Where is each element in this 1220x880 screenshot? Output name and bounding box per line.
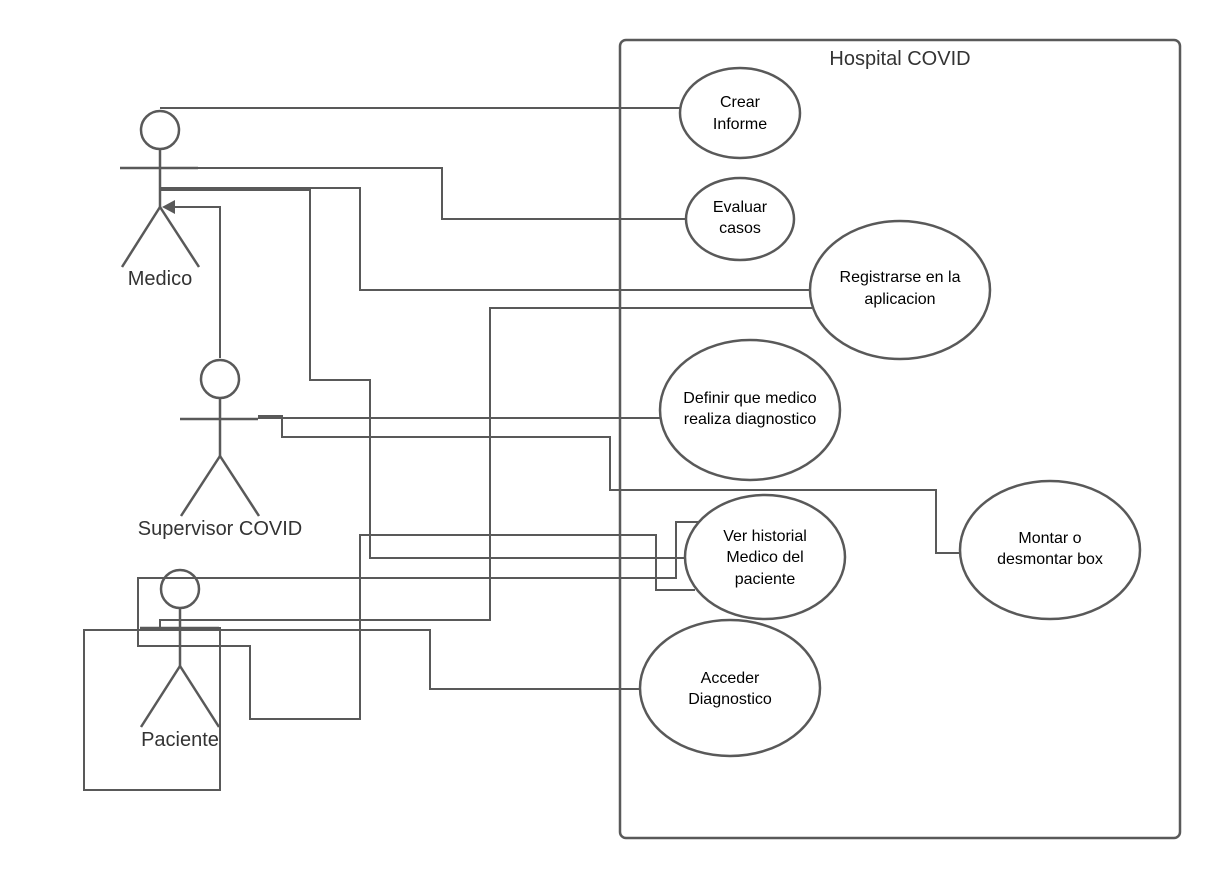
use-case-label: Medico del: [726, 549, 803, 566]
use-case-label: Registrarse en la: [840, 269, 961, 286]
use-case-label: aplicacion: [864, 291, 935, 308]
use-case-label: Crear: [720, 94, 761, 111]
actor-supervisor-covid-label: Supervisor COVID: [138, 518, 303, 540]
use-case-definir-medico: Definir que medico realiza diagnostico: [658, 338, 842, 482]
use-case-montar-box: Montar o desmontar box: [958, 479, 1142, 621]
use-case-label: Montar o: [1018, 530, 1081, 547]
actor-paciente-label: Paciente: [141, 729, 219, 751]
connector-paciente-acceder-diagnostico: [140, 629, 640, 690]
use-case-label: Definir que medico: [683, 390, 817, 407]
connector-paciente-ver-historial-b: [137, 521, 700, 647]
use-case-label: Acceder: [701, 670, 760, 687]
use-case-crear-informe: Crear Informe: [678, 66, 802, 160]
use-case-label: realiza diagnostico: [684, 411, 817, 428]
connector-medico-evaluar-casos: [198, 167, 686, 220]
use-case-label: Informe: [713, 116, 767, 133]
actor-paciente: Paciente: [139, 568, 221, 751]
system-title: Hospital COVID: [829, 48, 970, 70]
connector-supervisor-montar-box: [258, 415, 962, 554]
connector-medico-ver-historial: [160, 189, 686, 559]
connector-paciente-ver-historial-a: [140, 534, 695, 720]
use-case-label: Evaluar: [713, 199, 768, 216]
use-case-label: paciente: [735, 571, 796, 588]
actor-medico: Medico: [120, 109, 201, 290]
use-case-acceder-diagnostico: Acceder Diagnostico: [638, 618, 822, 758]
actor-medico-label: Medico: [128, 268, 192, 290]
actor-supervisor-covid: Supervisor COVID: [138, 358, 303, 540]
connectors: [83, 107, 962, 791]
use-case-label: Diagnostico: [688, 691, 772, 708]
use-case-label: Ver historial: [723, 528, 807, 545]
use-case-ver-historial: Ver historial Medico del paciente: [683, 493, 847, 621]
generalization-arrowhead: [162, 200, 175, 214]
use-case-registrarse: Registrarse en la aplicacion: [808, 219, 992, 361]
connector-supervisor-medico-generalization: [170, 206, 221, 358]
use-case-evaluar-casos: Evaluar casos: [684, 176, 796, 262]
system-boundary: Hospital COVID: [618, 38, 1182, 840]
connector-medico-registrarse: [160, 187, 810, 291]
use-case-label: desmontar box: [997, 551, 1103, 568]
use-case-label: casos: [719, 220, 761, 237]
